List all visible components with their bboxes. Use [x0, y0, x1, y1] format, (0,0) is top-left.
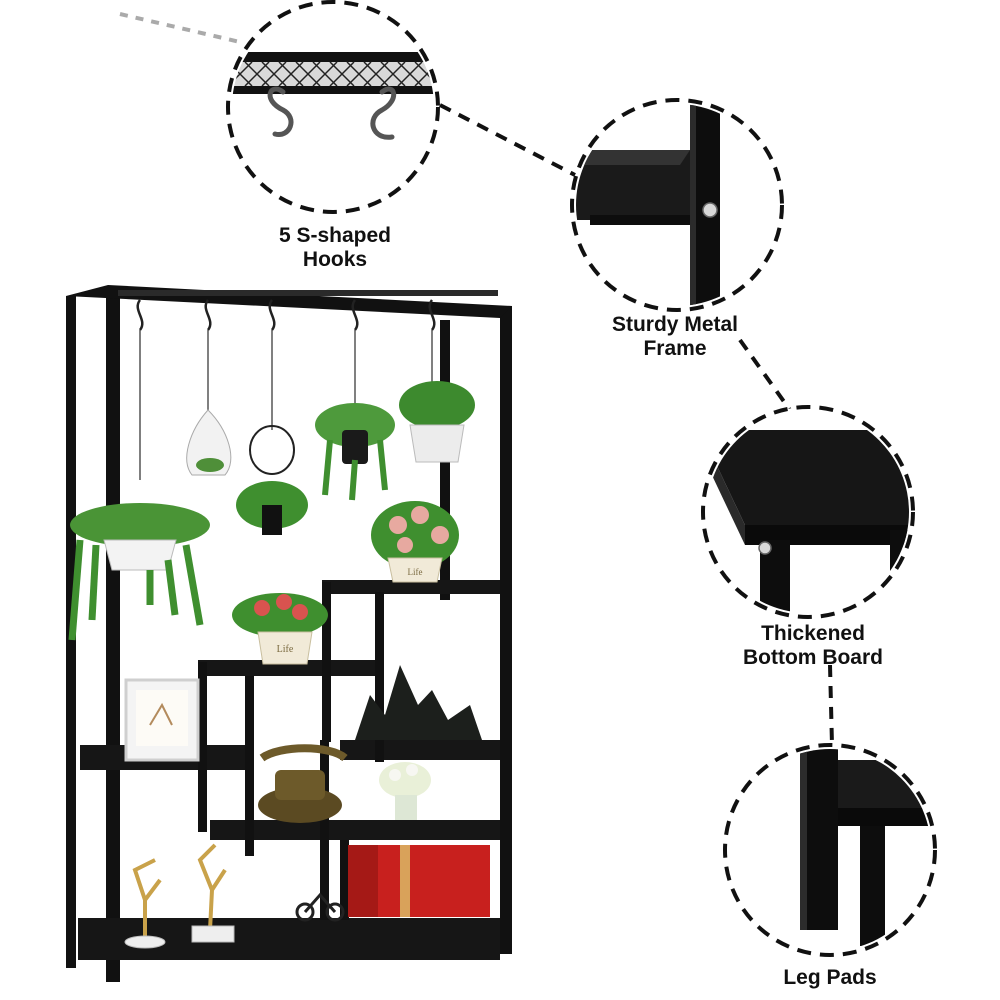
- vintage-telephone: [258, 744, 348, 823]
- connector-bottom-legs: [828, 664, 834, 746]
- board-corner-icon: [707, 430, 909, 613]
- hanging-planter-white: [399, 381, 475, 463]
- feature-label-hooks-line2: Hooks: [302, 248, 368, 271]
- connector-frame-bottom: [738, 338, 792, 412]
- frame-detail-circle: [570, 98, 784, 312]
- gift-box: [348, 845, 490, 917]
- feature-label-leg-pads: Leg Pads: [730, 966, 930, 990]
- photo-frame: [124, 678, 200, 762]
- pot-label-middle: Life: [277, 644, 294, 655]
- leg-pad-icon: [800, 749, 931, 946]
- dancer-figurines: [132, 843, 227, 940]
- connector-hooks-frame: [439, 103, 576, 177]
- rose-planter-top: Life: [371, 501, 459, 583]
- flower-figurine: [379, 762, 431, 820]
- feature-label-bottom-board: Thickened Bottom Board: [713, 622, 913, 670]
- connector-top: [119, 12, 241, 44]
- hanging-planter-large: [68, 503, 210, 641]
- legs-detail-circle: [723, 743, 937, 957]
- hanging-hooks: [136, 299, 436, 331]
- feature-label-frame-line1: Sturdy Metal: [611, 313, 739, 336]
- hanging-chains: [139, 330, 433, 480]
- plant-stand-shelf: Life Life: [66, 285, 512, 982]
- feature-label-hooks-line1: 5 S-shaped: [278, 224, 392, 247]
- s-hook-icon: [267, 86, 397, 140]
- bike-ornament: [295, 892, 345, 922]
- feature-label-frame-line2: Frame: [643, 337, 707, 360]
- rock-sculpture: [355, 665, 482, 740]
- shelf-uprights: [198, 582, 384, 920]
- figurine-bases: [124, 925, 235, 949]
- feature-label-bottom-line1: Thickened: [761, 622, 865, 645]
- connector-lines: [119, 12, 834, 746]
- frame-joint-icon: [576, 104, 720, 306]
- hanging-planter-ring: [236, 425, 308, 535]
- hooks-detail-circle: [226, 0, 440, 214]
- feature-label-legs-line1: Leg Pads: [783, 966, 877, 989]
- bottom-detail-circle: [701, 405, 915, 619]
- hanging-planter-terrarium: [186, 409, 232, 476]
- feature-label-frame: Sturdy Metal Frame: [575, 313, 775, 361]
- feature-label-bottom-line2: Bottom Board: [743, 646, 883, 669]
- hanging-planter-black: [315, 403, 395, 501]
- pot-label-top: Life: [408, 567, 423, 577]
- feature-label-hooks: 5 S-shaped Hooks: [235, 224, 435, 272]
- rose-planter-middle: Life: [232, 593, 328, 665]
